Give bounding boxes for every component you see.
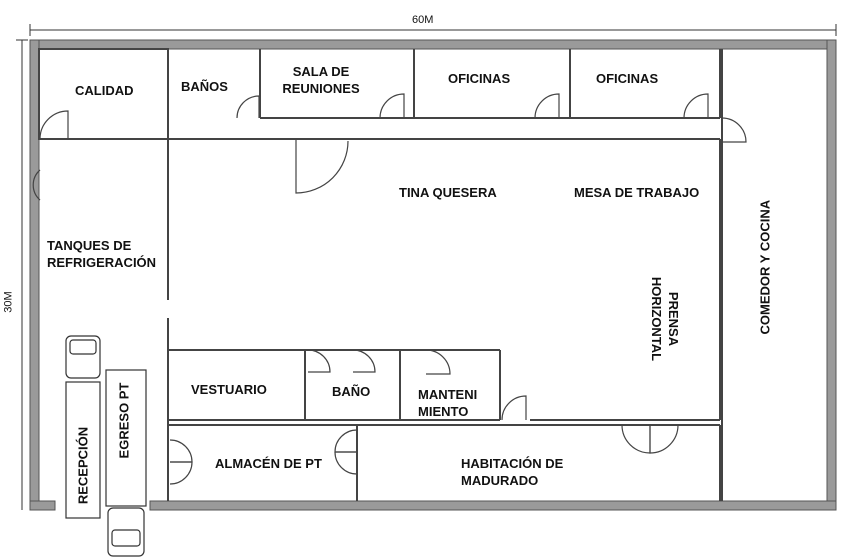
room-vestuario: VESTUARIO bbox=[191, 382, 267, 397]
area-tanques-de-refrigeracion: TANQUES DE REFRIGERACIÓN bbox=[47, 237, 156, 271]
prensa-line1: PRENSA bbox=[666, 291, 681, 347]
room-bano: BAÑO bbox=[332, 384, 371, 399]
label-recepcion: RECEPCIÓN bbox=[75, 426, 91, 505]
dimension-lines bbox=[16, 24, 837, 510]
room-sala-line2: REUNIONES bbox=[282, 81, 360, 96]
habitacion-line2: MADURADO bbox=[461, 473, 539, 488]
room-banos: BAÑOS bbox=[181, 79, 228, 94]
area-prensa-horizontal: PRENSA HORIZONTAL bbox=[648, 269, 682, 369]
truck-egreso bbox=[105, 369, 147, 557]
outer-walls bbox=[29, 39, 837, 511]
room-sala-line1: SALA DE bbox=[292, 64, 350, 79]
manteni-line1: MANTENI bbox=[418, 387, 478, 402]
room-comedor-y-cocina: COMEDOR Y COCINA bbox=[757, 199, 773, 335]
truck-recepcion bbox=[65, 335, 101, 519]
room-mantenimiento: MANTENI MIENTO bbox=[418, 386, 477, 420]
doors bbox=[32, 93, 747, 485]
tanques-line1: TANQUES DE bbox=[47, 238, 132, 253]
prensa-line2: HORIZONTAL bbox=[649, 276, 664, 362]
height-dimension-label: 30M bbox=[2, 291, 15, 313]
manteni-line2: MIENTO bbox=[418, 404, 469, 419]
tanques-line2: REFRIGERACIÓN bbox=[47, 255, 157, 270]
area-tina-quesera: TINA QUESERA bbox=[399, 185, 497, 200]
room-habitacion-de-madurado: HABITACIÓN DE MADURADO bbox=[461, 455, 563, 489]
room-oficinas-2: OFICINAS bbox=[596, 71, 659, 86]
width-dimension-label: 60M bbox=[412, 14, 434, 26]
interior-walls bbox=[38, 48, 723, 501]
area-mesa-de-trabajo: MESA DE TRABAJO bbox=[574, 185, 700, 200]
room-sala-de-reuniones: SALA DE REUNIONES bbox=[276, 63, 366, 97]
room-almacen-de-pt: ALMACÉN DE PT bbox=[215, 456, 322, 471]
room-oficinas-1: OFICINAS bbox=[448, 71, 511, 86]
habitacion-line1: HABITACIÓN DE bbox=[461, 456, 564, 471]
room-calidad: CALIDAD bbox=[75, 83, 134, 98]
label-egreso-pt: EGRESO PT bbox=[116, 382, 132, 459]
